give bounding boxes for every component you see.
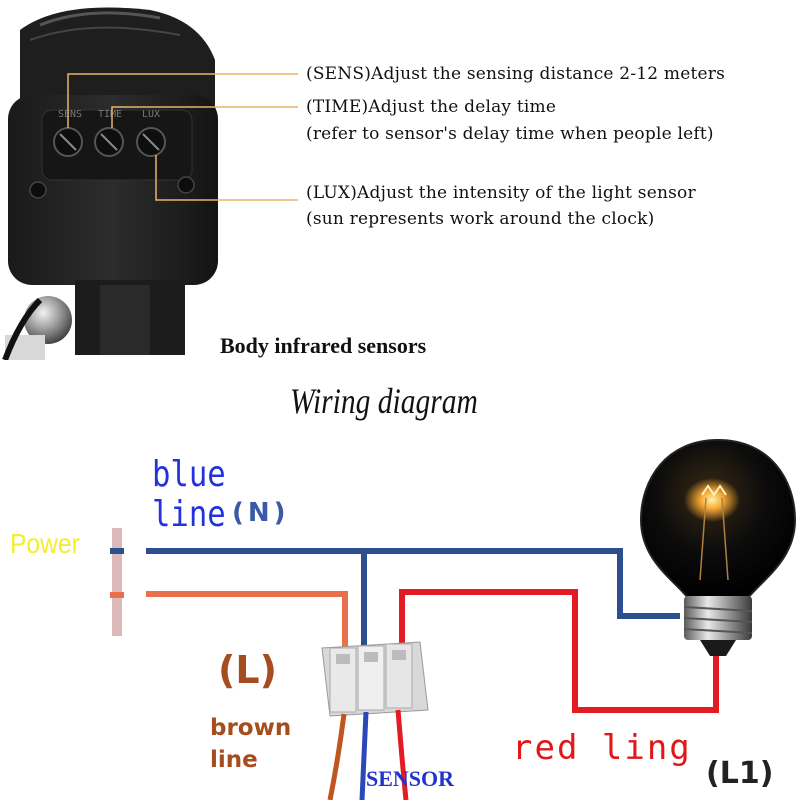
knob-label-time: TIME <box>98 109 122 120</box>
power-terminal <box>112 528 122 636</box>
light-bulb <box>639 438 797 656</box>
knob-sens <box>53 127 83 157</box>
leader-lux <box>155 155 298 201</box>
screw-left <box>29 181 47 199</box>
annotation-sens: (SENS)Adjust the sensing distance 2-12 m… <box>306 64 726 84</box>
sensor-label: SENSOR <box>366 766 455 791</box>
annotation-time-detail: (refer to sensor's delay time when peopl… <box>306 124 714 144</box>
live-wire <box>146 591 348 650</box>
brown-line-label-word1: brown <box>210 715 292 741</box>
sensor-cable <box>327 709 409 800</box>
blue-line-label-word2: line <box>152 494 226 535</box>
power-terminal-neutral-mark <box>110 548 124 554</box>
knob-label-sens: SENS <box>58 109 82 120</box>
knob-label-lux: LUX <box>142 109 160 120</box>
leader-time <box>111 106 298 128</box>
switched-wire <box>399 589 719 713</box>
knob-labels: SENS TIME LUX <box>58 109 160 120</box>
power-terminal-live-mark <box>110 592 124 598</box>
knob-lux <box>136 127 166 157</box>
annotation-lux-detail: (sun represents work around the clock) <box>306 209 655 229</box>
leader-sens <box>67 73 298 128</box>
annotation-lux: (LUX)Adjust the intensity of the light s… <box>306 183 696 203</box>
power-label: Power <box>10 528 80 559</box>
brown-line-label-word2: line <box>210 747 258 773</box>
terminal-block <box>321 641 429 717</box>
blue-line-label-word1: blue <box>152 454 226 495</box>
wiring-diagram-title: Wiring diagram <box>290 381 478 421</box>
annotation-leaders <box>67 73 298 201</box>
red-line-label: red ling <box>512 728 692 768</box>
blue-line-label: blue line <box>152 455 226 535</box>
screw-right <box>177 176 195 194</box>
l1-label: (L1) <box>706 756 774 791</box>
neutral-wire <box>146 548 680 619</box>
neutral-label: (N) <box>232 498 290 528</box>
knob-time <box>94 127 124 157</box>
live-label: (L) <box>218 648 277 692</box>
sensor-caption: Body infrared sensors <box>220 333 427 358</box>
brown-line-label: brown line <box>210 712 291 776</box>
annotation-time: (TIME)Adjust the delay time <box>306 97 557 117</box>
